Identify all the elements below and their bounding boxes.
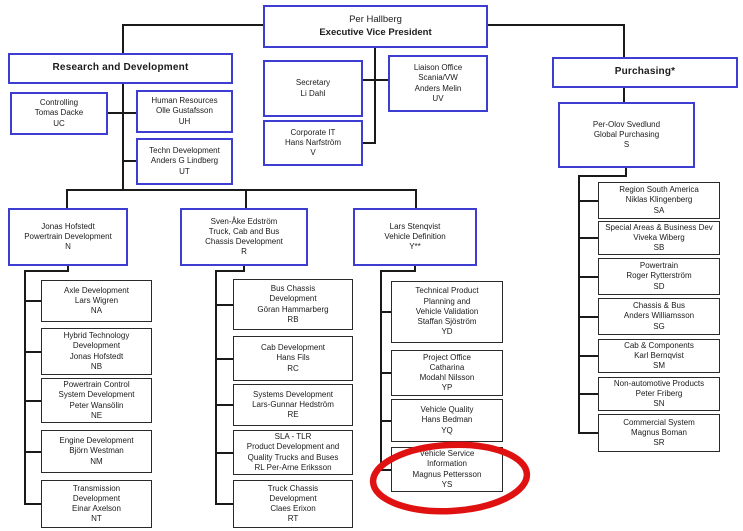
org-box-sb: Special Areas & Business Dev Viveka Wibe…	[598, 221, 720, 255]
connector-line	[578, 237, 598, 239]
org-box-yp: Project Office Catharina Modahl Nilsson …	[391, 350, 503, 396]
connector-line	[374, 48, 376, 144]
org-box-powertrain-development: Jonas Hofstedt Powertrain Development N	[8, 208, 128, 266]
connector-line	[122, 160, 136, 162]
org-box-controlling: Controlling Tomas Dacke UC	[10, 92, 108, 135]
org-box-executive-vice-president: Per Hallberg Executive Vice President	[263, 5, 488, 48]
org-box-human-resources: Human Resources Olle Gustafsson UH	[136, 90, 233, 133]
connector-line	[108, 112, 136, 114]
connector-line	[623, 24, 625, 57]
org-box-sm: Cab & Components Karl Bernqvist SM	[598, 339, 720, 373]
connector-line	[215, 270, 217, 504]
org-box-purchasing: Purchasing*	[552, 57, 738, 88]
connector-line	[215, 404, 233, 406]
connector-line	[245, 189, 247, 208]
org-box-rt: Truck Chassis Development Claes Erixon R…	[233, 480, 353, 528]
org-box-vehicle-definition: Lars Stenqvist Vehicle Definition Y**	[353, 208, 477, 266]
connector-line	[578, 175, 580, 434]
connector-line	[122, 24, 263, 26]
connector-line	[66, 189, 68, 208]
org-box-ne: Powertrain Control System Development Pe…	[41, 378, 152, 423]
org-box-corporate-it: Corporate IT Hans Narfström V	[263, 120, 363, 166]
connector-line	[24, 400, 41, 402]
root-role: Executive Vice President	[319, 26, 432, 38]
connector-line	[122, 24, 124, 53]
connector-line	[578, 276, 598, 278]
org-box-yq: Vehicle Quality Hans Bedman YQ	[391, 399, 503, 442]
highlight-ellipse-icon	[369, 441, 531, 515]
root-name: Per Hallberg	[349, 14, 402, 26]
org-box-re: Systems Development Lars-Gunnar Hedström…	[233, 384, 353, 426]
connector-line	[215, 304, 233, 306]
org-box-techn-development: Techn Development Anders G Lindberg UT	[136, 138, 233, 185]
org-box-truck-cab-bus-chassis: Sven-Åke Edström Truck, Cab and Bus Chas…	[180, 208, 308, 266]
connector-line	[415, 189, 417, 208]
connector-line	[215, 452, 233, 454]
connector-line	[363, 79, 388, 81]
connector-line	[380, 420, 391, 422]
org-box-sg: Chassis & Bus Anders Williamsson SG	[598, 298, 720, 335]
org-box-rl: SLA - TLR Product Development and Qualit…	[233, 430, 353, 475]
connector-line	[380, 270, 416, 272]
connector-line	[623, 88, 625, 102]
connector-line	[578, 200, 598, 202]
connector-line	[380, 270, 382, 470]
org-box-sd: Powertrain Roger Rytterström SD	[598, 258, 720, 295]
connector-line	[578, 432, 598, 434]
org-box-research-and-development: Research and Development	[8, 53, 233, 84]
connector-line	[66, 189, 417, 191]
org-box-secretary: Secretary Li Dahl	[263, 60, 363, 117]
connector-line	[215, 270, 245, 272]
connector-line	[363, 142, 376, 144]
org-box-nm: Engine Development Björn Westman NM	[41, 430, 152, 473]
connector-line	[24, 270, 26, 504]
connector-line	[380, 311, 391, 313]
org-box-rc: Cab Development Hans Fils RC	[233, 336, 353, 381]
org-box-liaison-office: Liaison Office Scania/VW Anders Melin UV	[388, 55, 488, 112]
connector-line	[578, 175, 627, 177]
org-box-nb: Hybrid Technology Development Jonas Hofs…	[41, 328, 152, 375]
org-box-nt: Transmission Development Einar Axelson N…	[41, 480, 152, 528]
org-box-yd: Technical Product Planning and Vehicle V…	[391, 281, 503, 343]
connector-line	[122, 84, 124, 191]
connector-line	[24, 351, 41, 353]
connector-line	[24, 451, 41, 453]
connector-line	[67, 266, 69, 272]
org-box-na: Axle Development Lars Wigren NA	[41, 280, 152, 322]
org-box-rb: Bus Chassis Development Göran Hammarberg…	[233, 279, 353, 330]
connector-line	[24, 503, 41, 505]
connector-line	[488, 24, 625, 26]
connector-line	[578, 393, 598, 395]
org-box-global-purchasing: Per-Olov Svedlund Global Purchasing S	[558, 102, 695, 168]
connector-line	[243, 266, 245, 272]
connector-line	[380, 469, 391, 471]
highlight-ellipse	[369, 441, 531, 515]
connector-line	[24, 270, 69, 272]
org-box-sn: Non-automotive Products Peter Friberg SN	[598, 377, 720, 411]
connector-line	[215, 503, 233, 505]
connector-line	[625, 168, 627, 177]
connector-line	[380, 372, 391, 374]
connector-line	[24, 300, 41, 302]
connector-line	[578, 316, 598, 318]
connector-line	[215, 358, 233, 360]
connector-line	[578, 355, 598, 357]
connector-line	[414, 266, 416, 272]
org-box-sr: Commercial System Magnus Boman SR	[598, 414, 720, 452]
org-box-sa: Region South America Niklas Klingenberg …	[598, 182, 720, 219]
